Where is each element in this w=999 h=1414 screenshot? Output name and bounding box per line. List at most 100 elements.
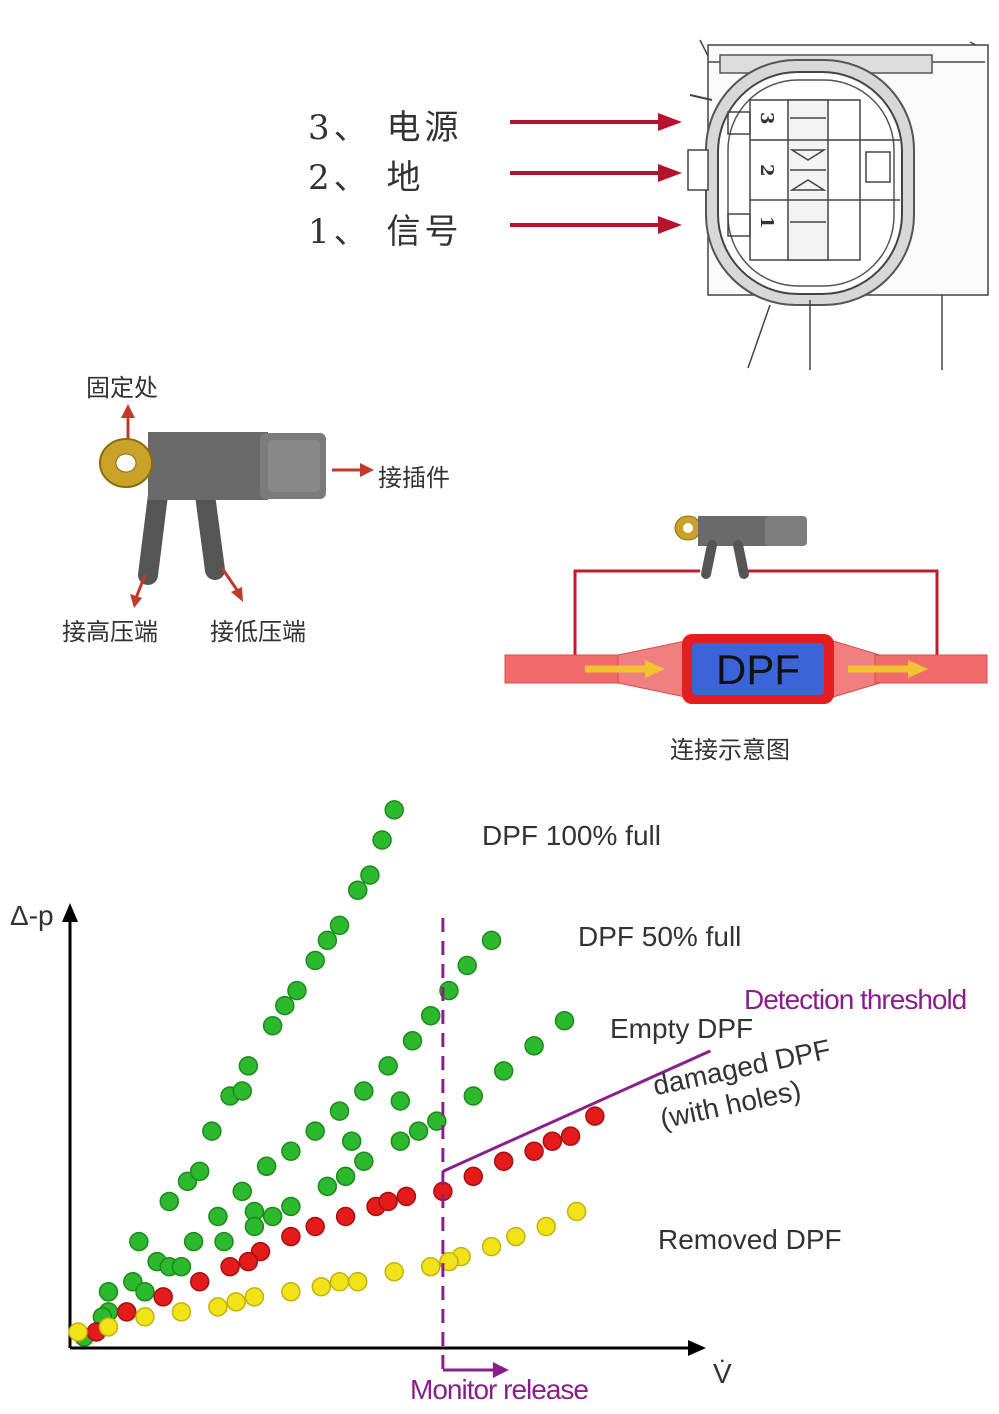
data-point-series1-13 (420, 1005, 441, 1026)
series-label-removed: Removed DPF (658, 1224, 842, 1255)
data-point-series4-10 (420, 1256, 441, 1277)
data-point-series0-2 (129, 1231, 149, 1252)
data-point-series2-2 (171, 1256, 192, 1277)
data-point-series4-12 (481, 1236, 502, 1257)
data-point-series3-12 (463, 1166, 484, 1187)
data-point-series0-10 (305, 950, 325, 971)
data-point-series0-7 (238, 1056, 259, 1076)
svg-text:1: 1 (756, 216, 777, 229)
series-label-empty: Empty DPF (610, 1013, 754, 1044)
data-point-series4-15 (566, 1201, 587, 1222)
svg-text:2: 2 (756, 164, 777, 177)
data-point-series2-4 (244, 1216, 265, 1237)
data-point-series1-10 (354, 1081, 374, 1101)
data-point-series2-12 (524, 1036, 544, 1056)
data-point-series0-3 (159, 1191, 180, 1212)
data-point-series4-9 (384, 1261, 404, 1282)
data-point-series0-9 (287, 980, 307, 1001)
data-point-series2-11 (493, 1061, 514, 1081)
data-point-series0-8 (262, 1015, 283, 1036)
data-point-series2-14 (262, 1206, 283, 1227)
data-point-series2-3 (214, 1231, 234, 1252)
data-point-series2-8 (390, 1131, 411, 1151)
data-point-series0-19 (348, 880, 368, 900)
data-point-series4-0 (68, 1322, 88, 1342)
data-point-series1-15 (457, 955, 477, 976)
pin1-label: 1、 信号 (308, 212, 463, 252)
sensor-illustration (99, 404, 374, 608)
data-point-series3-10 (396, 1186, 417, 1207)
threshold-label: Detection threshold (744, 984, 967, 1015)
data-point-series3-1 (116, 1302, 137, 1322)
monitor-release-arrowhead (492, 1362, 509, 1378)
data-point-series4-2 (135, 1307, 155, 1327)
data-point-series3-6 (281, 1226, 301, 1247)
data-point-series3-8 (335, 1206, 356, 1227)
data-point-series2-5 (281, 1196, 301, 1217)
data-point-series3-14 (524, 1141, 544, 1161)
data-point-series3-16 (585, 1106, 605, 1126)
data-point-series0-11 (329, 915, 350, 936)
data-point-series1-8 (305, 1121, 325, 1141)
high-pressure-label: 接高压端 (62, 618, 158, 646)
connection-schematic: DPF (504, 515, 988, 704)
data-point-series2-7 (354, 1151, 374, 1172)
monitor-release-label: Monitor release (410, 1374, 589, 1405)
data-point-series4-8 (348, 1272, 368, 1292)
svg-text:3: 3 (756, 112, 777, 125)
chart-overlay (441, 918, 712, 1378)
detection-threshold-line (442, 1049, 712, 1173)
data-point-series1-6 (256, 1156, 277, 1177)
scatter-points (68, 800, 605, 1347)
dpf-label: DPF (716, 646, 800, 693)
data-point-series4-14 (536, 1216, 556, 1237)
data-point-series4-3 (171, 1302, 192, 1322)
data-point-series4-1 (98, 1317, 119, 1337)
data-point-series0-20 (372, 830, 392, 850)
chart-axes (62, 903, 706, 1356)
data-point-series4-17 (329, 1272, 350, 1292)
data-point-series1-11 (378, 1056, 398, 1076)
connection-caption: 连接示意图 (670, 736, 790, 764)
series-label-full100: DPF 100% full (482, 820, 661, 851)
data-point-series3-15 (560, 1126, 581, 1146)
data-point-series4-13 (506, 1226, 526, 1247)
pin3-label: 3、 电源 (308, 108, 463, 148)
pin-arrows (510, 113, 682, 234)
low-pressure-label: 接低压端 (210, 618, 306, 646)
mount-label: 固定处 (86, 374, 158, 402)
data-point-series0-17 (275, 995, 295, 1016)
data-point-series0-1 (98, 1282, 119, 1302)
data-point-series3-2 (153, 1287, 173, 1307)
data-point-series0-15 (189, 1161, 210, 1182)
y-axis-label: Δ-p (10, 900, 54, 931)
data-point-series2-15 (335, 1166, 356, 1187)
data-point-series3-13 (493, 1151, 514, 1172)
data-point-series3-17 (238, 1251, 259, 1272)
data-point-series2-10 (463, 1086, 484, 1106)
x-axis-label: V̇ (713, 1358, 732, 1389)
pin2-label: 2、 地 (308, 158, 425, 198)
data-point-series1-3 (183, 1231, 204, 1252)
data-point-series1-16 (481, 930, 502, 951)
pin-numbers: 3 2 1 (756, 112, 777, 229)
data-point-series3-19 (542, 1131, 563, 1151)
data-point-series1-19 (390, 1091, 411, 1111)
data-point-series1-14 (439, 980, 459, 1001)
data-point-series2-9 (427, 1111, 447, 1131)
data-point-series1-12 (402, 1031, 423, 1051)
data-point-series3-7 (305, 1216, 325, 1237)
data-point-series4-16 (226, 1292, 246, 1312)
data-point-series0-12 (360, 865, 380, 885)
data-point-series0-16 (232, 1081, 252, 1101)
data-point-series4-4 (208, 1297, 228, 1317)
series-label-full50: DPF 50% full (578, 921, 742, 952)
data-point-series3-3 (189, 1272, 210, 1292)
data-point-series4-18 (439, 1251, 459, 1272)
data-point-series1-9 (329, 1101, 350, 1121)
connector-housing (687, 39, 989, 370)
data-point-series2-6 (317, 1176, 338, 1197)
connector-diagram: 3 2 1 (510, 39, 989, 370)
data-point-series1-5 (232, 1181, 252, 1202)
